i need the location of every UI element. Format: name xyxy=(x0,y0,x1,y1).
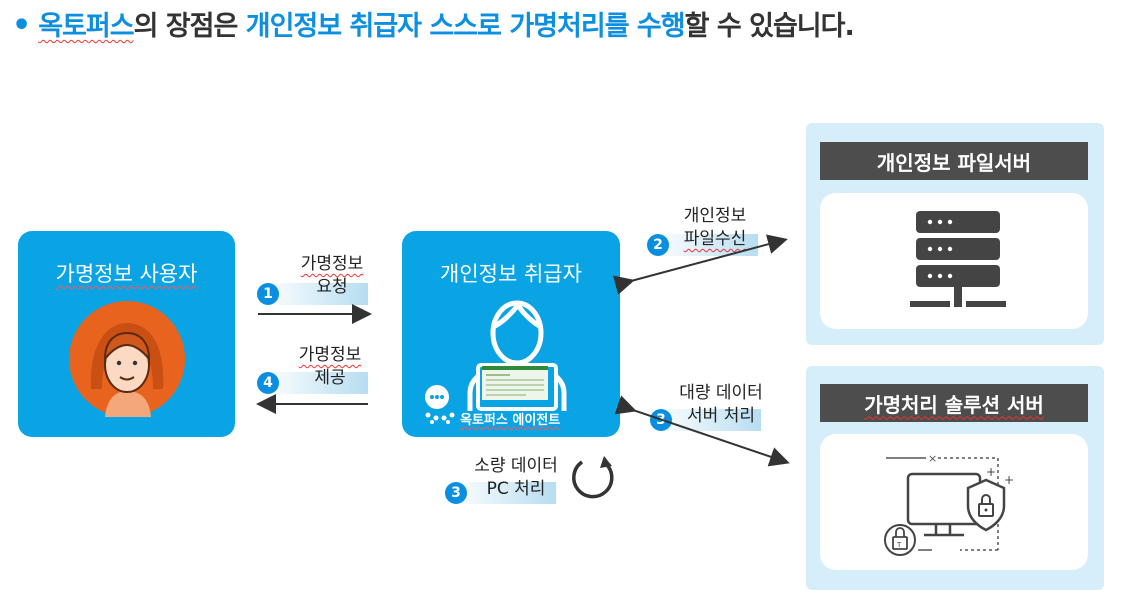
arrow-file-receive xyxy=(612,234,788,295)
step1-number: 1 xyxy=(257,283,279,305)
svg-text:T: T xyxy=(896,541,902,549)
info-handler-title: 개인정보 취급자 xyxy=(440,262,582,286)
agent-label: 옥토퍼스 에이전트 xyxy=(460,413,561,428)
step3b-label: 소량 데이터 PC 처리 xyxy=(462,455,570,501)
step1-line1: 가명정보 xyxy=(300,254,364,274)
pseudonym-server-title-text: 가명처리 솔루션 서버 xyxy=(864,392,1044,417)
svg-text:×: × xyxy=(928,452,937,465)
pseudonym-server-inner: × + + T xyxy=(820,434,1088,570)
headline-text-2: 할 수 있습니다. xyxy=(684,11,855,42)
headline-text-1: 의 장점은 xyxy=(133,11,246,42)
step3b-line1: 소량 데이터 xyxy=(474,456,558,476)
arrow-server-process xyxy=(614,395,790,467)
chat-bubble-icon xyxy=(424,384,450,410)
step3b-band xyxy=(450,482,556,504)
bullet-dot: • xyxy=(12,8,31,43)
svg-text:+: + xyxy=(1004,473,1014,487)
octopus-logo-icon xyxy=(424,411,456,425)
step1-line2: 요청 xyxy=(316,277,348,297)
step4-line1: 가명정보 xyxy=(298,345,362,365)
step3b-number: 3 xyxy=(445,482,467,504)
headline-brand: 옥토퍼스 xyxy=(38,11,134,42)
refresh-cycle-icon xyxy=(568,452,618,502)
svg-text:+: + xyxy=(986,465,996,479)
file-server-title: 개인정보 파일서버 xyxy=(820,142,1088,180)
file-server-panel: 개인정보 파일서버 xyxy=(806,123,1104,345)
pseudonym-user-box: 가명정보 사용자 xyxy=(18,231,235,437)
spreadsheet-thumbnail xyxy=(482,366,548,400)
server-rack-icon xyxy=(908,207,1008,317)
step4-band xyxy=(262,372,368,394)
headline-highlight: 개인정보 취급자 스스로 가명처리를 수행 xyxy=(245,11,686,42)
step4-label: 가명정보 제공 xyxy=(280,344,380,390)
step2-line1: 개인정보 xyxy=(683,206,747,226)
info-handler-box: 개인정보 취급자 옥토퍼스 에 xyxy=(402,231,620,437)
step1-band xyxy=(262,283,368,305)
secure-monitor-icon: × + + T xyxy=(880,446,1030,558)
step3b-line2: PC 처리 xyxy=(486,479,546,499)
step1-label: 가명정보 요청 xyxy=(282,253,382,299)
headline: •옥토퍼스의 장점은 개인정보 취급자 스스로 가명처리를 수행할 수 있습니다… xyxy=(12,4,855,48)
step4-line2: 제공 xyxy=(314,368,346,388)
step4-number: 4 xyxy=(257,372,279,394)
file-server-inner xyxy=(820,193,1088,329)
pseudonym-user-title: 가명정보 사용자 xyxy=(55,262,198,286)
pseudonym-server-panel: 가명처리 솔루션 서버 × + + xyxy=(806,366,1104,590)
user-avatar-icon xyxy=(69,301,185,417)
pseudonym-server-title: 가명처리 솔루션 서버 xyxy=(820,384,1088,422)
